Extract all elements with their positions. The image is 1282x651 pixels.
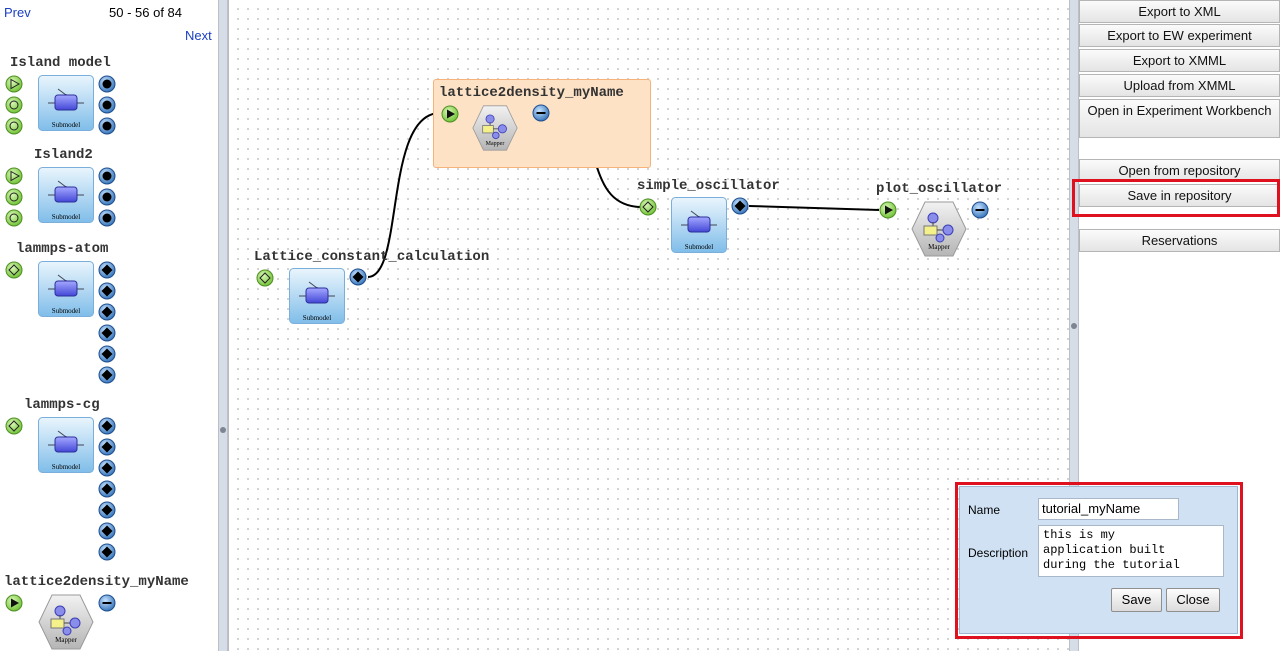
page-count: 50 - 56 of 84 — [109, 5, 182, 20]
out-port-dot-icon[interactable] — [98, 117, 116, 135]
workflow-canvas[interactable]: lattice2density_myName Mapper simple_osc… — [228, 0, 1069, 651]
name-label: Name — [968, 503, 1001, 517]
description-textarea[interactable]: this is my application built during the … — [1038, 525, 1224, 577]
palette-item-title: Island2 — [34, 147, 93, 163]
save-in-repository-button[interactable]: Save in repository — [1079, 184, 1280, 207]
out-port-diamond-icon[interactable] — [98, 543, 116, 561]
export-ew-experiment-button[interactable]: Export to EW experiment — [1079, 24, 1280, 47]
connection-wire — [748, 205, 880, 211]
next-link[interactable]: Next — [185, 28, 212, 43]
upload-xmml-button[interactable]: Upload from XMML — [1079, 74, 1280, 97]
export-xml-button[interactable]: Export to XML — [1079, 0, 1280, 23]
left-splitter[interactable] — [218, 0, 228, 651]
out-port-diamond-icon[interactable] — [98, 480, 116, 498]
in-port-diamond-icon[interactable] — [5, 417, 23, 435]
in-port-arrow-icon[interactable] — [5, 167, 23, 185]
description-label: Description — [968, 546, 1029, 560]
splitter-grip-icon — [220, 427, 226, 433]
in-port-arrow-icon[interactable] — [5, 75, 23, 93]
highlight-frame — [1072, 179, 1280, 217]
connection-wire — [367, 112, 440, 278]
close-button[interactable]: Close — [1166, 588, 1220, 612]
prev-link[interactable]: Prev — [4, 5, 31, 20]
in-port-diamond-icon[interactable] — [639, 198, 657, 216]
icon-caption: Submodel — [51, 463, 81, 471]
out-port-diamond-icon[interactable] — [731, 197, 749, 215]
name-input[interactable]: tutorial_myName — [1038, 498, 1179, 520]
node-title: Lattice_constant_calculation — [254, 249, 490, 265]
in-port-circle-icon[interactable] — [5, 117, 23, 135]
out-port-minus-icon[interactable] — [98, 594, 116, 612]
element-palette: Prev 50 - 56 of 84 Next Island model Sub… — [0, 0, 218, 651]
out-port-diamond-icon[interactable] — [98, 282, 116, 300]
palette-item-title: lammps-cg — [24, 397, 100, 413]
icon-caption: Mapper — [485, 141, 505, 147]
icon-caption: Submodel — [51, 213, 81, 221]
right-splitter[interactable] — [1069, 0, 1079, 651]
in-port-diamond-icon[interactable] — [256, 269, 274, 287]
out-port-diamond-icon[interactable] — [98, 366, 116, 384]
out-port-diamond-icon[interactable] — [98, 417, 116, 435]
open-experiment-workbench-button[interactable]: Open in Experiment Workbench — [1079, 99, 1280, 138]
icon-caption: Submodel — [51, 121, 81, 129]
highlight-frame — [955, 482, 1243, 639]
in-port-arrow-icon[interactable] — [441, 105, 459, 123]
splitter-grip-icon — [1071, 323, 1077, 329]
in-port-arrow-icon[interactable] — [5, 594, 23, 612]
out-port-diamond-icon[interactable] — [98, 501, 116, 519]
out-port-diamond-icon[interactable] — [98, 438, 116, 456]
out-port-dot-icon[interactable] — [98, 75, 116, 93]
save-dialog: Name tutorial_myName Description this is… — [959, 486, 1238, 634]
node-title: lattice2density_myName — [439, 85, 624, 101]
out-port-diamond-icon[interactable] — [98, 459, 116, 477]
save-button[interactable]: Save — [1111, 588, 1162, 612]
palette-item-title: lattice2density_myName — [4, 574, 189, 590]
icon-caption: Submodel — [684, 243, 714, 251]
out-port-diamond-icon[interactable] — [98, 261, 116, 279]
out-port-diamond-icon[interactable] — [98, 303, 116, 321]
out-port-dot-icon[interactable] — [98, 188, 116, 206]
in-port-circle-icon[interactable] — [5, 96, 23, 114]
icon-caption: Mapper — [928, 243, 950, 251]
node-title: plot_oscillator — [876, 181, 1003, 197]
out-port-dot-icon[interactable] — [98, 209, 116, 227]
in-port-circle-icon[interactable] — [5, 188, 23, 206]
icon-caption: Submodel — [302, 314, 332, 322]
in-port-diamond-icon[interactable] — [5, 261, 23, 279]
icon-caption: Submodel — [51, 307, 81, 315]
selected-node-highlight[interactable] — [433, 79, 651, 168]
out-port-dot-icon[interactable] — [98, 96, 116, 114]
out-port-diamond-icon[interactable] — [98, 345, 116, 363]
node-title: simple_oscillator — [637, 178, 780, 194]
out-port-diamond-icon[interactable] — [98, 324, 116, 342]
icon-caption: Mapper — [55, 636, 77, 644]
out-port-diamond-icon[interactable] — [349, 268, 367, 286]
in-port-circle-icon[interactable] — [5, 209, 23, 227]
export-xmml-button[interactable]: Export to XMML — [1079, 49, 1280, 72]
palette-item-title: Island model — [10, 55, 111, 71]
out-port-dot-icon[interactable] — [98, 167, 116, 185]
in-port-arrow-icon[interactable] — [879, 201, 897, 219]
palette-item-title: lammps-atom — [16, 241, 109, 257]
out-port-minus-icon[interactable] — [971, 201, 989, 219]
reservations-button[interactable]: Reservations — [1079, 229, 1280, 252]
out-port-minus-icon[interactable] — [532, 104, 550, 122]
open-from-repository-button[interactable]: Open from repository — [1079, 159, 1280, 182]
out-port-diamond-icon[interactable] — [98, 522, 116, 540]
